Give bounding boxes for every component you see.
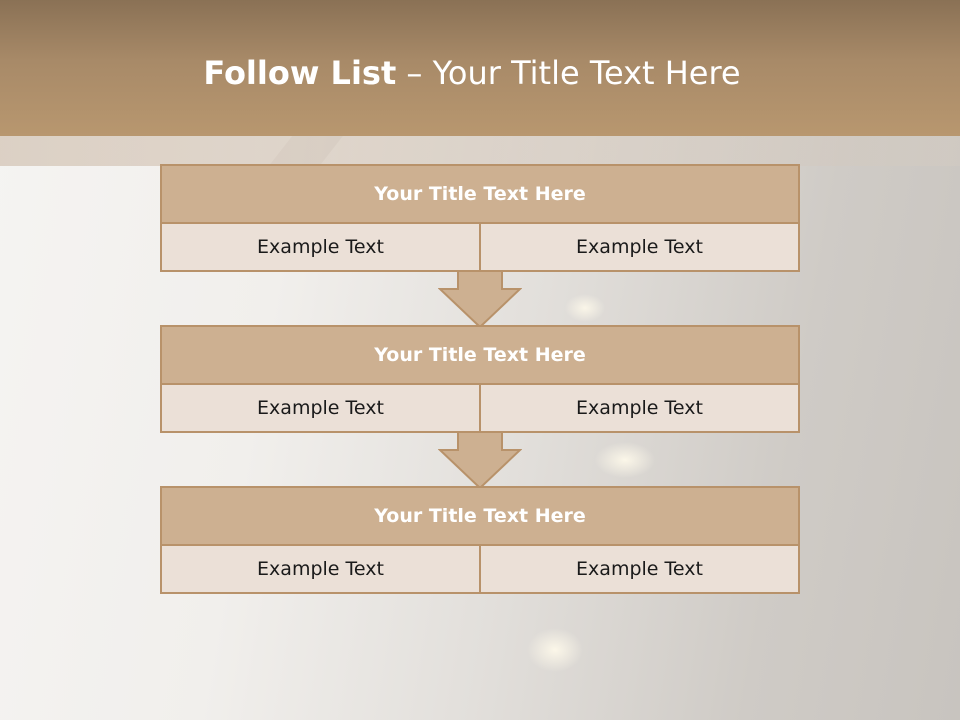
arrow-down-icon	[438, 271, 522, 329]
step-card-3: Your Title Text Here Example Text Exampl…	[160, 486, 800, 594]
arrow-down-icon	[438, 432, 522, 490]
step-title: Your Title Text Here	[162, 488, 798, 546]
slide-title: Follow List – Your Title Text Here	[0, 54, 944, 92]
slide-title-rest: – Your Title Text Here	[406, 54, 741, 92]
step-card-1: Your Title Text Here Example Text Exampl…	[160, 164, 800, 272]
step-row: Example Text Example Text	[162, 224, 798, 270]
step-text-right: Example Text	[479, 385, 798, 431]
step-title: Your Title Text Here	[162, 166, 798, 224]
title-bar: Follow List – Your Title Text Here	[0, 0, 960, 136]
step-text-left: Example Text	[162, 385, 479, 431]
step-title: Your Title Text Here	[162, 327, 798, 385]
header-shadow-band	[0, 136, 960, 166]
step-text-right: Example Text	[479, 224, 798, 270]
step-text-right: Example Text	[479, 546, 798, 592]
step-text-left: Example Text	[162, 546, 479, 592]
step-card-2: Your Title Text Here Example Text Exampl…	[160, 325, 800, 433]
step-row: Example Text Example Text	[162, 385, 798, 431]
step-row: Example Text Example Text	[162, 546, 798, 592]
step-text-left: Example Text	[162, 224, 479, 270]
slide-title-bold: Follow List	[203, 54, 397, 92]
